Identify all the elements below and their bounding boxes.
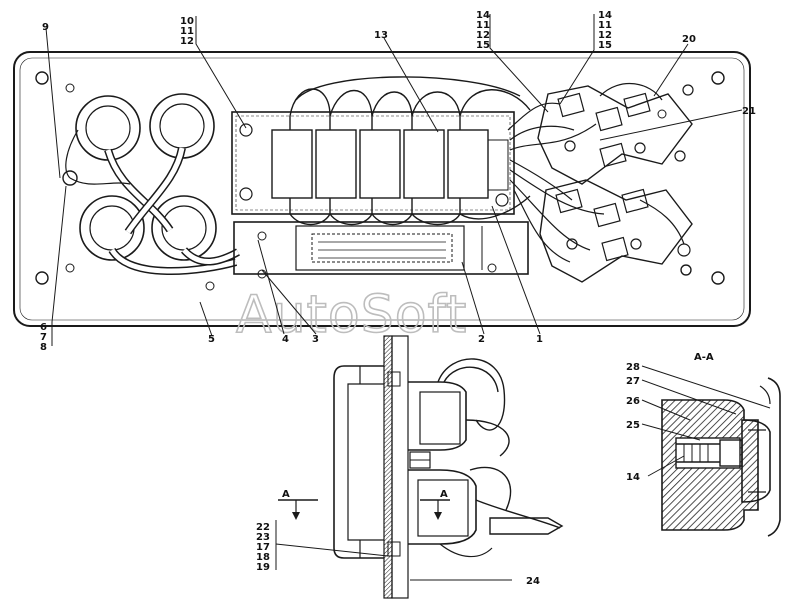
callout-14b-line-2: 12 [598,30,612,41]
callout-14-11-12-15-a: 14 11 12 15 [476,10,490,51]
callout-14b-line-0: 14 [598,10,612,21]
callout-25-line-0: 25 [626,420,640,431]
callout-14b-line-1: 11 [598,20,612,31]
section-title: A-A [694,352,714,363]
relay-block [231,76,531,226]
multi-pin-connector [233,221,529,279]
callout-14a-line-1: 11 [476,20,490,31]
callout-14-section-line-0: 14 [626,472,640,483]
callout-13-line-0: 13 [374,30,388,41]
callout-6-7-8: 6 7 8 [40,322,47,353]
callout-9-line-0: 9 [42,22,49,33]
callout-22-line-3: 18 [256,552,270,563]
section-leader-lines [641,365,771,477]
callout-22-line-0: 22 [256,522,270,533]
watermark: AutoSoft [236,285,467,345]
callout-27-line-0: 27 [626,376,640,387]
wires-right [507,82,685,263]
leader-lines [45,14,743,346]
callout-21-line-0: 21 [742,106,756,117]
callout-6-line-2: 8 [40,342,47,353]
callout-14a-line-2: 12 [476,30,490,41]
callout-10-line-1: 11 [180,26,194,37]
callout-5-line-0: 5 [208,334,215,345]
callout-6-line-1: 7 [40,332,47,343]
callout-4-line-0: 4 [282,334,289,345]
callout-10-11-12: 10 11 12 [180,16,194,47]
callout-24-line-0: 24 [526,576,540,587]
section-a-a [661,377,781,537]
callout-26-line-0: 26 [626,396,640,407]
callout-2-line-0: 2 [478,334,485,345]
callout-10-line-0: 10 [180,16,194,27]
callout-6-line-0: 6 [40,322,47,333]
clamp-9 [62,170,78,186]
terminal-cluster-lower [539,179,693,283]
callout-22-line-1: 23 [256,532,270,543]
callout-20-line-0: 20 [682,34,696,45]
callout-10-line-2: 12 [180,36,194,47]
side-leader-lines [275,520,512,581]
callout-14b-line-3: 15 [598,40,612,51]
callout-22-line-2: 17 [256,542,270,553]
panel-top-view [13,51,751,327]
round-connectors [75,93,217,261]
callout-14a-line-0: 14 [476,10,490,21]
callout-14a-line-3: 15 [476,40,490,51]
terminal-cluster-upper [537,85,693,185]
callout-28-line-0: 28 [626,362,640,373]
side-view [278,335,564,599]
callout-1-line-0: 1 [536,334,543,345]
section-mark-right: A [440,489,448,500]
section-mark-left: A [282,489,290,500]
callout-14-11-12-15-b: 14 11 12 15 [598,10,612,51]
cable-bundle-left [65,129,240,275]
callout-22-line-4: 19 [256,562,270,573]
callout-3-line-0: 3 [312,334,319,345]
callout-22-23-17-18-19: 22 23 17 18 19 [256,522,270,573]
